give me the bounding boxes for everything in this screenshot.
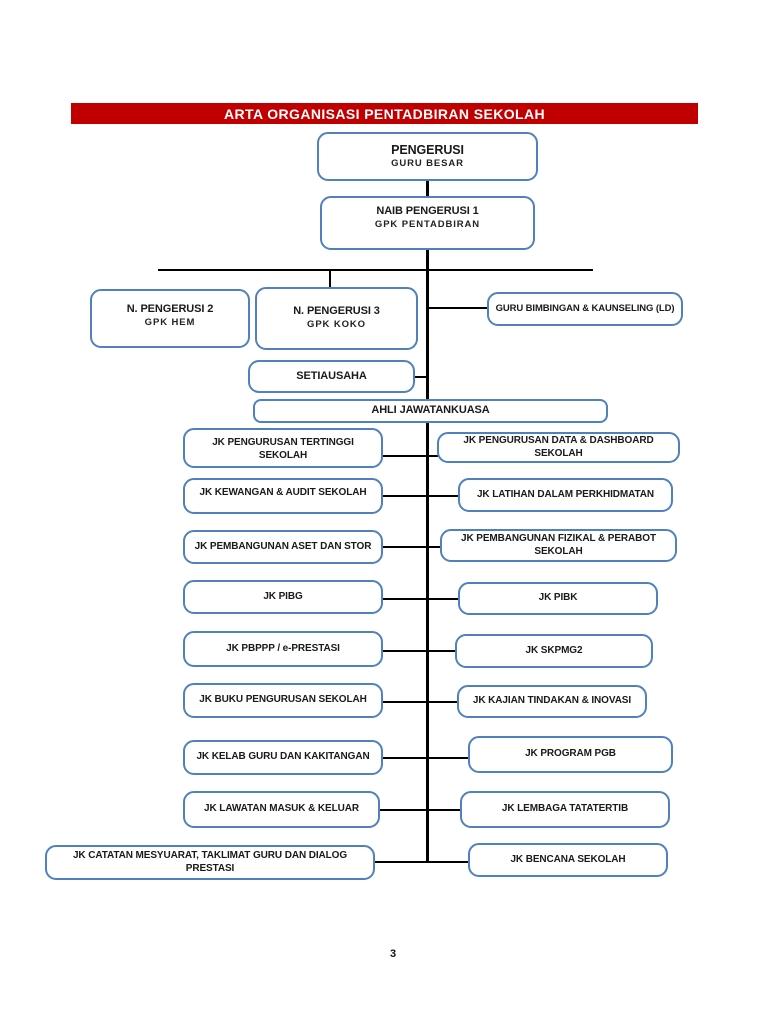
connector-spine-top [426,181,429,196]
org-box-jk-kajian-tindakan-inovasi: JK KAJIAN TINDAKAN & INOVASI [457,685,647,718]
org-box-label: JK LEMBAGA TATATERTIB [501,803,629,815]
org-box-jk-pbppp-e-prestasi: JK PBPPP / e-PRESTASI [183,631,383,667]
connector-row-1 [383,455,438,457]
org-box-label: JK PIBK [538,592,578,604]
org-box-jk-skpmg2: JK SKPMG2 [455,634,653,668]
chart-title: ARTA ORGANISASI PENTADBIRAN SEKOLAH [224,105,545,122]
org-box-jk-pembangunan-aset-dan-stor: JK PEMBANGUNAN ASET DAN STOR [183,530,383,564]
org-box-jk-pibk: JK PIBK [458,582,658,615]
org-box-setiausaha: SETIAUSAHA [248,360,415,393]
org-box-label: JK KEWANGAN & AUDIT SEKOLAH [199,487,367,498]
org-box-pengerusi-title: PENGERUSI [391,142,464,157]
connector-setiausaha [413,376,428,378]
org-box-jk-bencana-sekolah: JK BENCANA SEKOLAH [468,843,668,877]
chart-title-banner: ARTA ORGANISASI PENTADBIRAN SEKOLAH [71,103,698,124]
org-box-jk-buku-pengurusan-sekolah: JK BUKU PENGURUSAN SEKOLAH [183,683,383,718]
org-box-label: JK BENCANA SEKOLAH [510,853,626,865]
org-box-jk-pibg: JK PIBG [183,580,383,614]
org-box-jk-pembangunan-fizikal-perabot: JK PEMBANGUNAN FIZIKAL & PERABOT SEKOLAH [440,529,677,562]
org-box-naib-pengerusi-1: NAIB PENGERUSI 1 GPK PENTADBIRAN [320,196,535,250]
connector-branch-bar [158,269,593,271]
org-box-jk-program-pgb: JK PROGRAM PGB [468,736,673,773]
connector-row-6 [383,701,458,703]
org-box-label: JK PBPPP / e-PRESTASI [226,642,340,654]
org-box-label: JK KAJIAN TINDAKAN & INOVASI [472,695,632,707]
connector-spine-main [426,423,429,863]
connector-row-5 [383,650,456,652]
org-box-label: JK PEMBANGUNAN FIZIKAL & PERABOT SEKOLAH [461,533,656,557]
org-box-n-pengerusi-3-subtitle: GPK KOKO [307,319,366,331]
org-box-guru-bimbingan-kaunseling: GURU BIMBINGAN & KAUNSELING (LD) [487,292,683,326]
org-box-n-pengerusi-3: N. PENGERUSI 3 GPK KOKO [255,287,418,350]
connector-row-8 [380,809,461,811]
org-box-label: JK SKPMG2 [525,644,583,656]
org-box-jk-catatan-mesyuarat: JK CATATAN MESYUARAT, TAKLIMAT GURU DAN … [45,845,375,880]
org-box-jk-pengurusan-tertinggi-sekolah: JK PENGURUSAN TERTINGGI SEKOLAH [183,428,383,468]
connector-guru-bimbingan [428,307,488,309]
org-box-label: JK KELAB GURU DAN KAKITANGAN [196,751,370,763]
connector-row-7 [383,757,469,759]
org-box-jk-latihan-dalam-perkhidmatan: JK LATIHAN DALAM PERKHIDMATAN [458,478,673,512]
org-box-label: JK PENGURUSAN TERTINGGI SEKOLAH [212,437,354,461]
org-box-pengerusi-subtitle: GURU BESAR [391,158,464,170]
org-box-label: JK PEMBANGUNAN ASET DAN STOR [194,540,372,552]
org-box-setiausaha-title: SETIAUSAHA [296,369,367,382]
connector-row-2 [383,495,459,497]
org-box-jk-lawatan-masuk-keluar: JK LAWATAN MASUK & KELUAR [183,791,380,828]
org-box-jk-kewangan-audit-sekolah: JK KEWANGAN & AUDIT SEKOLAH [183,478,383,514]
org-box-label: JK LAWATAN MASUK & KELUAR [204,803,359,815]
org-box-n-pengerusi-2: N. PENGERUSI 2 GPK HEM [90,289,250,348]
org-box-label: JK PIBG [263,590,303,602]
org-box-naib-pengerusi-1-subtitle: GPK PENTADBIRAN [374,218,481,230]
connector-spine-mid [426,250,429,399]
org-box-naib-pengerusi-1-title: NAIB PENGERUSI 1 [376,205,479,217]
page-number: 3 [390,948,397,960]
org-box-jk-kelab-guru-dan-kakitangan: JK KELAB GURU DAN KAKITANGAN [183,740,383,775]
org-box-jk-lembaga-tatatertib: JK LEMBAGA TATATERTIB [460,791,670,828]
org-box-ahli-jawatankuasa: AHLI JAWATANKUASA [253,399,608,423]
org-box-label: JK PROGRAM PGB [525,748,616,760]
org-box-label: JK PENGURUSAN DATA & DASHBOARD SEKOLAH [463,435,654,459]
connector-row-9 [375,861,469,863]
org-box-pengerusi: PENGERUSI GURU BESAR [317,132,538,181]
org-box-label: JK BUKU PENGURUSAN SEKOLAH [199,694,367,706]
org-box-label: JK LATIHAN DALAM PERKHIDMATAN [476,488,655,500]
org-box-n-pengerusi-2-title: N. PENGERUSI 2 [126,303,214,315]
org-box-label: JK CATATAN MESYUARAT, TAKLIMAT GURU DAN … [72,850,348,874]
connector-tick-npengerusi3 [329,271,331,288]
org-box-jk-pengurusan-data-dashboard: JK PENGURUSAN DATA & DASHBOARD SEKOLAH [437,432,680,463]
org-box-n-pengerusi-3-title: N. PENGERUSI 3 [293,305,380,318]
connector-row-3 [383,546,441,548]
org-box-ahli-jawatankuasa-title: AHLI JAWATANKUASA [371,404,490,417]
org-box-n-pengerusi-2-subtitle: GPK HEM [144,316,196,328]
connector-row-4 [383,598,459,600]
org-box-guru-bimbingan-kaunseling-title: GURU BIMBINGAN & KAUNSELING (LD) [495,303,675,315]
